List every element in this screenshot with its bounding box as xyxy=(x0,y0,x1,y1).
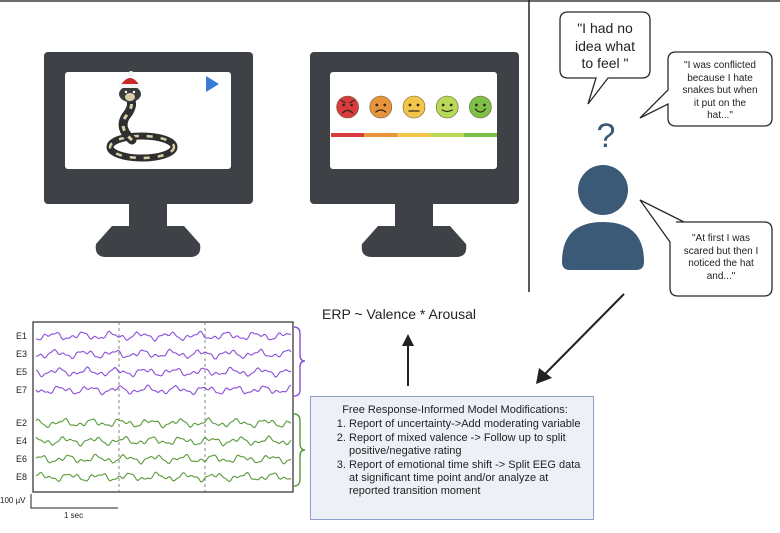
bubble-line: noticed the hat xyxy=(688,258,754,269)
modification-item: Report of uncertainty->Add moderating va… xyxy=(349,418,585,431)
eeg-trace xyxy=(35,348,292,360)
bubble-line: and..." xyxy=(706,270,736,282)
emotion-face-icon xyxy=(336,95,359,119)
channel-label: E4 xyxy=(16,436,28,446)
rating-scale-segment xyxy=(397,133,431,137)
bubble-line: because I hate xyxy=(687,72,753,84)
emotion-face-icon xyxy=(369,95,393,119)
model-modification-list: Report of uncertainty->Add moderating va… xyxy=(325,418,585,498)
scale-amplitude-label: 100 µV xyxy=(0,496,26,505)
channel-label: E6 xyxy=(16,454,28,464)
bubble-line: "I had no xyxy=(577,20,633,36)
eeg-trace xyxy=(35,384,292,396)
bubble-line: scared but then I xyxy=(683,245,759,257)
emotion-face-icon xyxy=(469,95,492,119)
green-channel-brace xyxy=(293,413,306,487)
arrow-to-box xyxy=(536,293,625,384)
eeg-trace xyxy=(35,330,292,342)
bubble-line: "At first I was xyxy=(691,233,750,244)
eeg-panel xyxy=(30,321,306,509)
rating-scale-bar xyxy=(331,133,497,137)
channel-label: E8 xyxy=(16,472,28,482)
bubble-line: to feel " xyxy=(581,55,629,71)
speech-bubble-scared xyxy=(639,199,773,297)
model-formula: ERP ~ Valence * Arousal xyxy=(322,306,476,322)
model-box-title: Free Response-Informed Model Modificatio… xyxy=(342,404,568,416)
snake-with-hat-icon xyxy=(106,71,178,162)
purple-channel-brace xyxy=(293,326,306,397)
channel-label: E1 xyxy=(16,331,28,341)
bubble-line: idea what xyxy=(575,37,635,54)
channel-label: E3 xyxy=(16,349,28,359)
eeg-trace xyxy=(35,471,292,483)
rating-monitor xyxy=(310,52,519,257)
speech-bubble-no-idea xyxy=(559,11,651,105)
bubble-line: it put on the xyxy=(693,97,747,109)
bubble-no-idea-text: "I had no idea what to feel " xyxy=(562,20,648,73)
eeg-traces xyxy=(35,330,292,483)
bubble-conflicted-text: "I was conflicted because I hate snakes … xyxy=(670,60,770,123)
channel-label: E5 xyxy=(16,367,28,377)
rating-scale-segment xyxy=(331,133,365,137)
eeg-frame xyxy=(32,321,294,493)
monitor-base xyxy=(361,226,467,257)
speech-bubble-conflicted xyxy=(639,51,773,127)
stimulus-monitor xyxy=(44,52,253,257)
rating-scale-segment xyxy=(364,133,398,137)
monitor-neck xyxy=(129,204,167,226)
monitor-screen xyxy=(330,72,497,169)
question-mark-icon: ? xyxy=(597,117,616,155)
play-icon xyxy=(206,76,219,92)
model-modifications-box: Free Response-Informed Model Modificatio… xyxy=(310,396,594,520)
bubble-line: hat..." xyxy=(707,110,733,121)
rating-scale-segment xyxy=(430,133,464,137)
modification-item: Report of emotional time shift -> Split … xyxy=(349,459,585,498)
eeg-scale-bar xyxy=(30,494,118,509)
emotion-faces xyxy=(336,95,492,119)
person-icon xyxy=(562,165,644,270)
eeg-trace xyxy=(35,435,292,447)
rating-scale-segment xyxy=(463,133,497,137)
emotion-face-icon xyxy=(402,95,426,119)
emotion-face-icon xyxy=(435,95,459,119)
eeg-trace xyxy=(35,417,292,429)
scale-time-label: 1 sec xyxy=(64,511,84,520)
monitor-screen xyxy=(65,72,231,169)
bubble-line: "I was conflicted xyxy=(684,60,756,71)
channel-label: E7 xyxy=(16,385,28,395)
monitor-base xyxy=(95,226,201,257)
monitor-neck xyxy=(395,204,433,226)
modification-item: Report of mixed valence -> Follow up to … xyxy=(349,432,585,458)
eeg-trace xyxy=(35,366,292,378)
channel-label: E2 xyxy=(16,418,28,428)
eeg-trace xyxy=(35,453,292,465)
arrow-to-formula xyxy=(402,334,414,386)
bubble-line: snakes but when xyxy=(682,85,758,96)
bubble-scared-text: "At first I was scared but then I notice… xyxy=(672,233,770,283)
